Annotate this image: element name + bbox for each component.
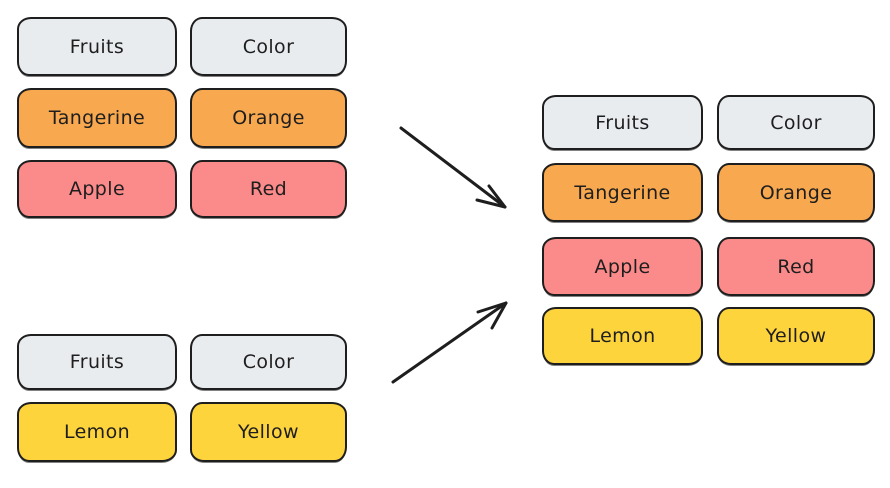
result-cell-lemon: Lemon [542, 307, 703, 365]
result-header-fruits: Fruits [542, 95, 703, 150]
source-bottom-header-fruits: Fruits [17, 334, 177, 390]
result-header-color: Color [717, 95, 875, 150]
result-cell-yellow: Yellow [717, 307, 875, 365]
merge-arrow-top-icon [399, 126, 507, 209]
result-cell-tangerine: Tangerine [542, 163, 703, 222]
source-bottom-cell-lemon: Lemon [17, 402, 177, 462]
merge-arrow-bottom-icon [391, 301, 508, 384]
source-top-header-fruits: Fruits [17, 17, 177, 76]
source-top-header-color: Color [190, 17, 347, 76]
source-bottom-cell-yellow: Yellow [190, 402, 347, 462]
source-top-cell-tangerine: Tangerine [17, 88, 177, 148]
result-cell-orange: Orange [717, 163, 875, 222]
result-cell-apple: Apple [542, 237, 703, 296]
source-top-cell-red: Red [190, 160, 347, 218]
source-top-cell-apple: Apple [17, 160, 177, 218]
source-top-cell-orange: Orange [190, 88, 347, 148]
source-bottom-header-color: Color [190, 334, 347, 390]
result-cell-red: Red [717, 237, 875, 296]
